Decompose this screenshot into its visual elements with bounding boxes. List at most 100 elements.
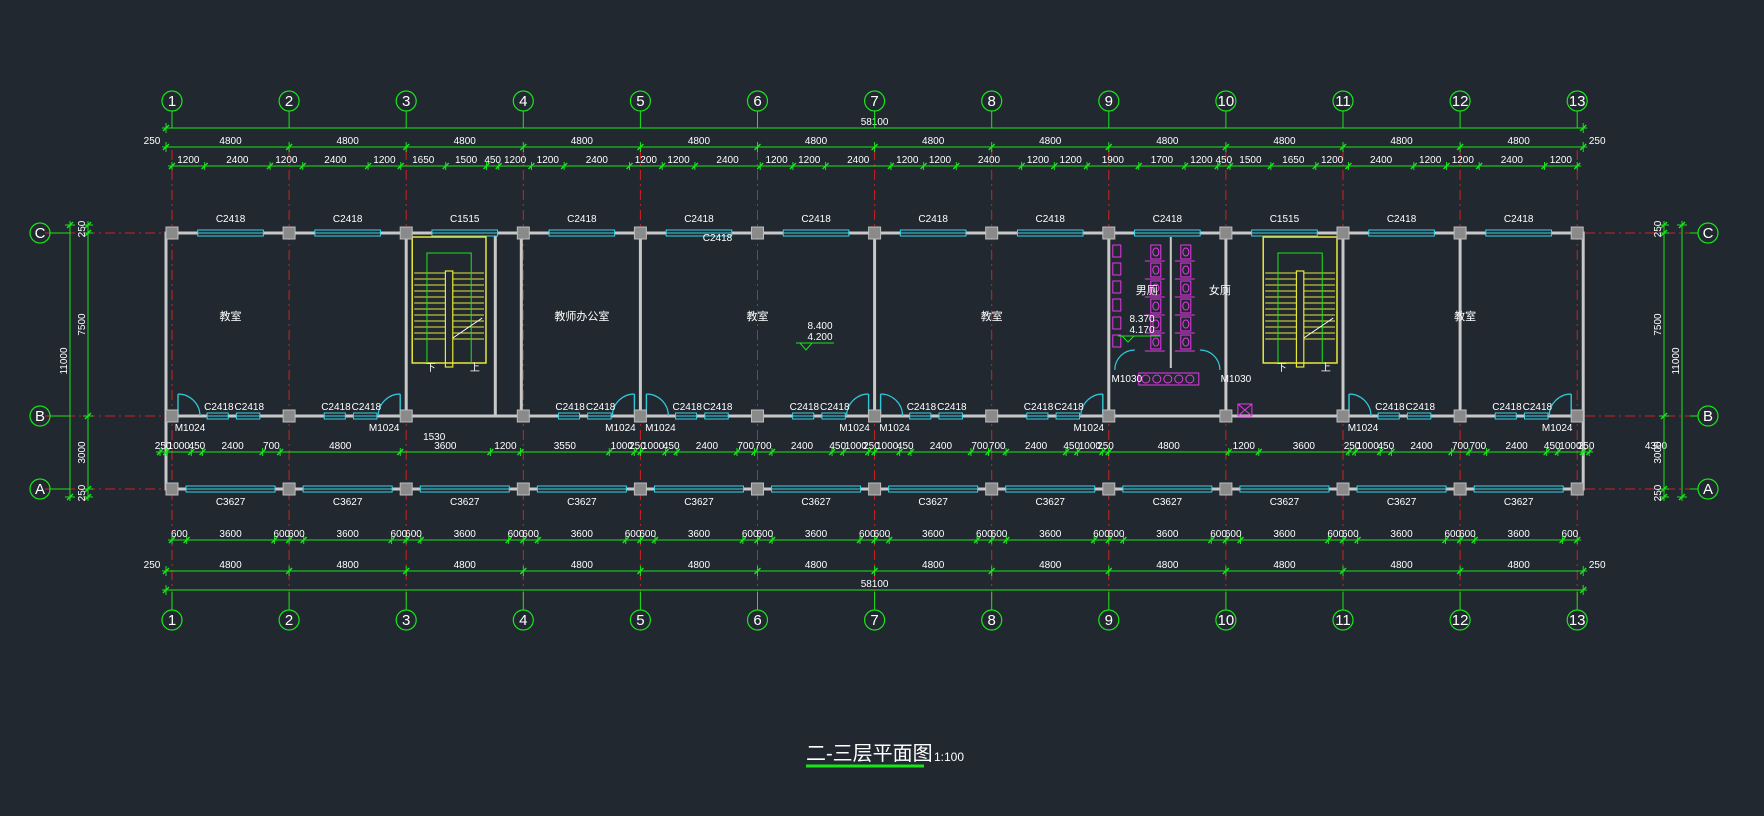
- axis-bubble-bottom-3: [395, 609, 417, 631]
- dim-corridor-text-1: 1000: [168, 441, 191, 452]
- dim-bot-detail-text-18: 600: [874, 529, 891, 540]
- wc-women-5: [1180, 334, 1192, 350]
- column-7-b: [868, 409, 882, 423]
- window-corridor-label-a-10: C2418: [1375, 402, 1405, 413]
- column-5-a: [633, 482, 647, 496]
- axis-bubble-bottom-13: [1566, 609, 1588, 631]
- dim-corridor-text-16: 2400: [791, 441, 814, 452]
- dim-top-detail-text-18: 1200: [929, 155, 952, 166]
- dim-corridor-text-19: 250: [863, 441, 880, 452]
- door-3-swing: [611, 393, 635, 417]
- axis-label-top-11: 11: [1335, 93, 1351, 110]
- dim-top-detail-text-9: 1200: [537, 155, 560, 166]
- dim-top-detail-slash-23: [1135, 162, 1143, 170]
- wc-women-1: [1180, 262, 1192, 278]
- door-9-label: M1024: [1542, 423, 1573, 434]
- stair-2-up: 上: [1321, 362, 1331, 374]
- dim-top-bay-7: 4800: [1039, 136, 1062, 147]
- window-south-label-9: C3627: [1270, 497, 1300, 508]
- dim-top-detail-slash-2: [266, 162, 274, 170]
- dim-corridor-text-9: 1000: [611, 441, 634, 452]
- axis-label-bottom-5: 5: [636, 612, 644, 629]
- dim-top-bay-2: 4800: [454, 136, 477, 147]
- axis-label-right-C: C: [1703, 225, 1714, 242]
- dim-corridor-slash-1: [162, 448, 170, 456]
- dim-top-right-offset: 250: [1589, 136, 1606, 147]
- dim-left-detail-text-3: 250: [77, 484, 88, 501]
- dim-bot-detail-slash-22: [1002, 536, 1010, 544]
- dim-corridor-text-28: 250: [1097, 441, 1114, 452]
- dim-top-detail-text-10: 2400: [586, 155, 609, 166]
- dim-corridor-text-31: 3600: [1293, 441, 1316, 452]
- dim-corridor-slash-10: [630, 448, 638, 456]
- axis-label-bottom-1: 1: [168, 612, 176, 629]
- dim-bot-detail-text-26: 600: [1210, 529, 1227, 540]
- dim-bot-detail-text-34: 3600: [1508, 529, 1531, 540]
- dim-top-detail-slash-6: [442, 162, 450, 170]
- window-corridor-label-a-1: C2418: [321, 402, 351, 413]
- door-6-label: M1024: [879, 423, 910, 434]
- dim-top-bay-11: 4800: [1508, 136, 1531, 147]
- dim-corridor-right: 4300: [1645, 441, 1668, 452]
- dim-corridor-text-11: 1000: [642, 441, 665, 452]
- dim-corridor-slash-2: [187, 448, 195, 456]
- dim-bot-detail-text-19: 3600: [922, 529, 945, 540]
- dim-corridor-text-2: 450: [189, 441, 206, 452]
- axis-bubble-top-11: [1332, 90, 1354, 112]
- dim-left-detail-slash-1: [84, 229, 92, 237]
- dim-right-detail-text-2: 3000: [1653, 441, 1664, 464]
- wc-basins: [1138, 372, 1200, 386]
- column-8-c: [985, 226, 999, 240]
- dim-bot-bay-1: 4800: [337, 560, 360, 571]
- dim-bot-detail-slash-11: [622, 536, 630, 544]
- window-corridor-label-b-5: C2418: [820, 402, 850, 413]
- dim-corridor-text-39: 450: [1544, 441, 1561, 452]
- door-3-label: M1024: [605, 423, 636, 434]
- axis-label-top-1: 1: [168, 93, 176, 110]
- axis-label-right-A: A: [1703, 481, 1713, 498]
- dim-top-detail-slash-9: [527, 162, 535, 170]
- dim-top-detail-text-28: 1200: [1321, 155, 1344, 166]
- dim-bot-bays-slash-6: [871, 567, 879, 575]
- dim-corridor-slash-21: [896, 448, 904, 456]
- dim-bot-detail-slash-2: [270, 536, 278, 544]
- dim-corridor-slash-40: [1554, 448, 1562, 456]
- dim-corridor-text-36: 700: [1452, 441, 1469, 452]
- dim-bot-detail-slash-24: [1105, 536, 1113, 544]
- dim-bot-bays-slash-3: [519, 567, 527, 575]
- urinal-5: [1112, 334, 1122, 348]
- dim-bot-detail-slash-17: [856, 536, 864, 544]
- dim-top-detail-slash-0: [168, 162, 176, 170]
- axis-label-top-8: 8: [988, 93, 996, 110]
- dim-corridor-text-37: 700: [1469, 441, 1486, 452]
- stair-2-arrow: [1277, 252, 1323, 363]
- dim-bot-detail-slash-12: [636, 536, 644, 544]
- dim-bot-bays-slash-11: [1456, 567, 1464, 575]
- axis-label-bottom-2: 2: [285, 612, 293, 629]
- axis-bubble-left-C: [29, 222, 51, 244]
- axis-bubble-bottom-6: [746, 609, 769, 631]
- dim-top-detail-slash-30: [1410, 162, 1418, 170]
- axis-bubble-right-C: [1697, 222, 1719, 244]
- dim-bot-total-slash-0: [162, 586, 170, 594]
- dim-corridor-text-34: 450: [1377, 441, 1394, 452]
- door-8-swing: [1348, 393, 1372, 417]
- dim-bot-detail-slash-23: [1090, 536, 1098, 544]
- dim-bot-bay-11: 4800: [1508, 560, 1531, 571]
- window-corridor-label-b-1: C2418: [352, 402, 382, 413]
- dim-top-bay-10: 4800: [1390, 136, 1413, 147]
- axis-label-bottom-6: 6: [753, 612, 761, 629]
- dim-bot-detail-text-25: 3600: [1156, 529, 1179, 540]
- window-north-label-8: C2418: [1153, 214, 1183, 225]
- urinal-1: [1112, 262, 1122, 276]
- dim-bot-detail-text-21: 600: [991, 529, 1008, 540]
- level-floor3: 8.400: [807, 321, 832, 332]
- window-north-label-3: C2418: [567, 214, 597, 225]
- column-13-c: [1570, 226, 1584, 240]
- dim-corridor-slash-41: [1579, 448, 1587, 456]
- dim-bot-detail-slash-16: [768, 536, 776, 544]
- window-corridor-label-a-5: C2418: [790, 402, 820, 413]
